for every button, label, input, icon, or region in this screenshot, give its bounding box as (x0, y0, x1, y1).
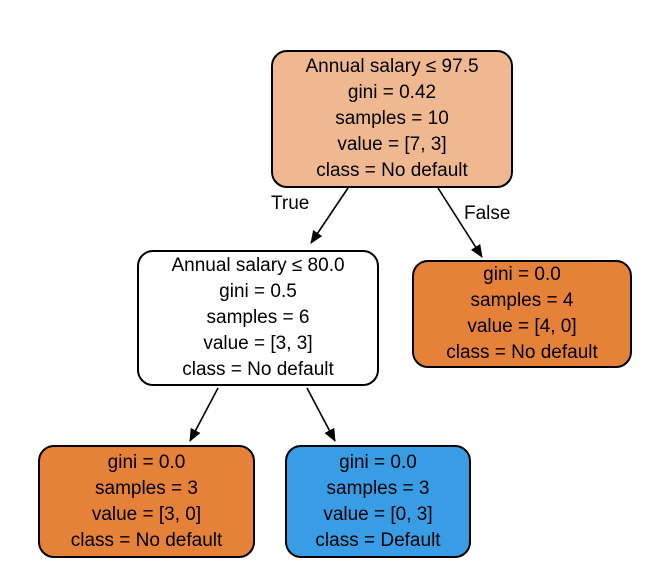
node-line-gini: gini = 0.5 (219, 281, 297, 302)
tree-node-left-child: Annual salary ≤ 80.0 gini = 0.5 samples … (137, 250, 379, 386)
node-line-value: value = [7, 3] (337, 134, 447, 155)
node-line-split: Annual salary ≤ 97.5 (305, 56, 479, 77)
node-line-class: class = No default (182, 359, 334, 380)
node-line-gini: gini = 0.0 (339, 451, 417, 473)
node-line-gini: gini = 0.42 (347, 82, 437, 103)
node-line-samples: samples = 4 (470, 290, 574, 311)
tree-node-right-leaf: gini = 0.0 samples = 4 value = [4, 0] cl… (412, 260, 632, 368)
node-line-samples: samples = 3 (326, 477, 430, 499)
tree-node-bottom-right-leaf: gini = 0.0 samples = 3 value = [0, 3] cl… (285, 445, 471, 558)
edge-leaf-right (306, 387, 336, 442)
edge-leaf-left (189, 387, 219, 442)
node-line-class: class = No default (316, 160, 468, 181)
node-line-class: class = No default (446, 342, 598, 363)
node-line-value: value = [0, 3] (323, 503, 433, 525)
node-line-samples: samples = 3 (95, 477, 198, 499)
node-line-value: value = [4, 0] (467, 316, 577, 337)
node-line-gini: gini = 0.0 (107, 451, 186, 473)
node-line-samples: samples = 6 (206, 307, 310, 328)
node-line-value: value = [3, 0] (91, 503, 202, 525)
node-line-value: value = [3, 3] (203, 333, 313, 354)
node-line-gini: gini = 0.0 (483, 264, 561, 285)
edge-true (310, 187, 349, 244)
node-line-class: class = No default (70, 529, 223, 551)
edge-label-true: True (271, 193, 310, 214)
node-line-class: class = Default (315, 529, 441, 551)
edge-label-false: False (464, 203, 511, 224)
node-line-split: Annual salary ≤ 80.0 (171, 255, 345, 276)
tree-node-bottom-left-leaf: gini = 0.0 samples = 3 value = [3, 0] cl… (38, 445, 255, 558)
tree-node-root: Annual salary ≤ 97.5 gini = 0.42 samples… (271, 50, 513, 188)
node-line-samples: samples = 10 (335, 108, 449, 129)
